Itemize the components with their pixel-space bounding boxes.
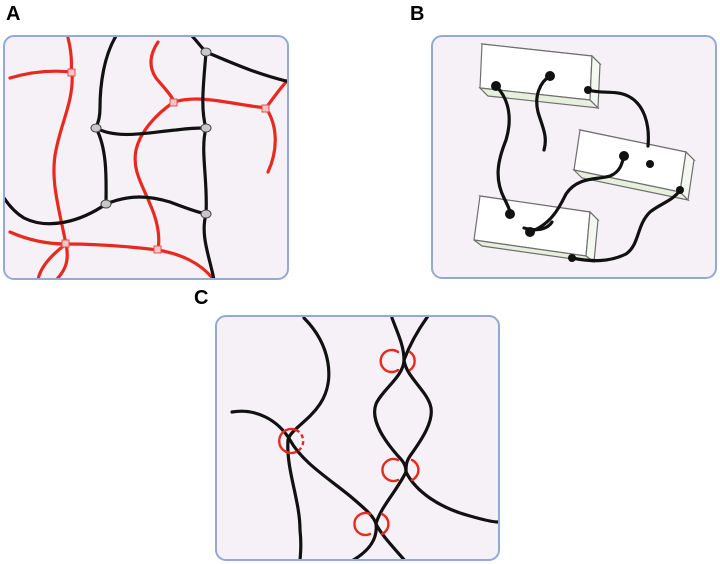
chain	[404, 470, 498, 524]
panel-a-label: A	[6, 3, 21, 25]
chain-end-dot	[646, 160, 654, 168]
red-crosslink	[67, 68, 76, 77]
chain-end-dot	[491, 81, 501, 91]
soft-chain	[570, 188, 682, 263]
chain-end-dot	[568, 254, 576, 262]
panel-a	[3, 35, 289, 280]
crosslink-node	[200, 47, 212, 57]
panel-c	[215, 315, 500, 561]
chain	[402, 317, 433, 474]
chain	[374, 470, 408, 559]
panel-b-label: B	[410, 3, 425, 25]
black-chain	[201, 50, 208, 130]
red-chain	[172, 97, 268, 110]
panel-c-label: C	[194, 287, 209, 309]
ring-icon	[278, 427, 298, 455]
chain	[373, 317, 408, 474]
black-chain	[104, 195, 208, 216]
chain-end-dot	[619, 151, 629, 161]
red-chain	[8, 230, 216, 278]
chain-end-dot	[525, 227, 535, 237]
chain	[286, 317, 331, 559]
chain-end-dot	[505, 209, 515, 219]
crosslink-node	[200, 209, 212, 219]
panel-c-frame	[215, 315, 500, 561]
ring-icon	[381, 457, 400, 483]
red-crosslink	[169, 98, 178, 107]
slide-rings	[278, 348, 420, 537]
red-chain	[149, 40, 176, 104]
soft-chain	[494, 84, 512, 216]
ring-icon	[380, 512, 390, 536]
red-chain	[133, 100, 176, 252]
black-chain	[202, 126, 208, 216]
crosslink-node	[90, 123, 102, 133]
red-chain	[8, 69, 74, 80]
ring-icon	[379, 348, 400, 374]
red-crosslink	[153, 245, 162, 254]
soft-chain	[535, 74, 552, 152]
soft-chain	[528, 154, 626, 234]
ring-icon	[295, 428, 305, 454]
hard-segment-block	[473, 195, 600, 264]
red-chain	[264, 106, 277, 174]
black-chain	[94, 126, 108, 206]
red-crosslink	[61, 239, 70, 248]
chain-end-dot	[545, 71, 555, 81]
chain-end-dots	[491, 71, 684, 262]
black-chain	[202, 212, 216, 278]
hard-segment-block	[478, 43, 602, 110]
crosslink-node	[100, 199, 112, 209]
red-crosslink	[261, 104, 270, 113]
panel-b	[431, 35, 717, 279]
black-chain	[204, 50, 287, 84]
ring-icon	[408, 350, 416, 372]
black-network	[5, 37, 287, 278]
chain	[230, 409, 378, 559]
ring-icon	[410, 458, 420, 482]
entangled-chains	[230, 317, 498, 559]
crosslink-node	[200, 123, 212, 133]
chain-end-dot	[584, 86, 592, 94]
black-chain	[94, 37, 118, 130]
chain-end-dot	[676, 186, 684, 194]
black-chain	[5, 196, 108, 226]
black-chain	[94, 126, 208, 137]
crosslink-nodes	[61, 47, 270, 254]
ring-icon	[353, 511, 372, 537]
soft-chain	[586, 88, 650, 148]
